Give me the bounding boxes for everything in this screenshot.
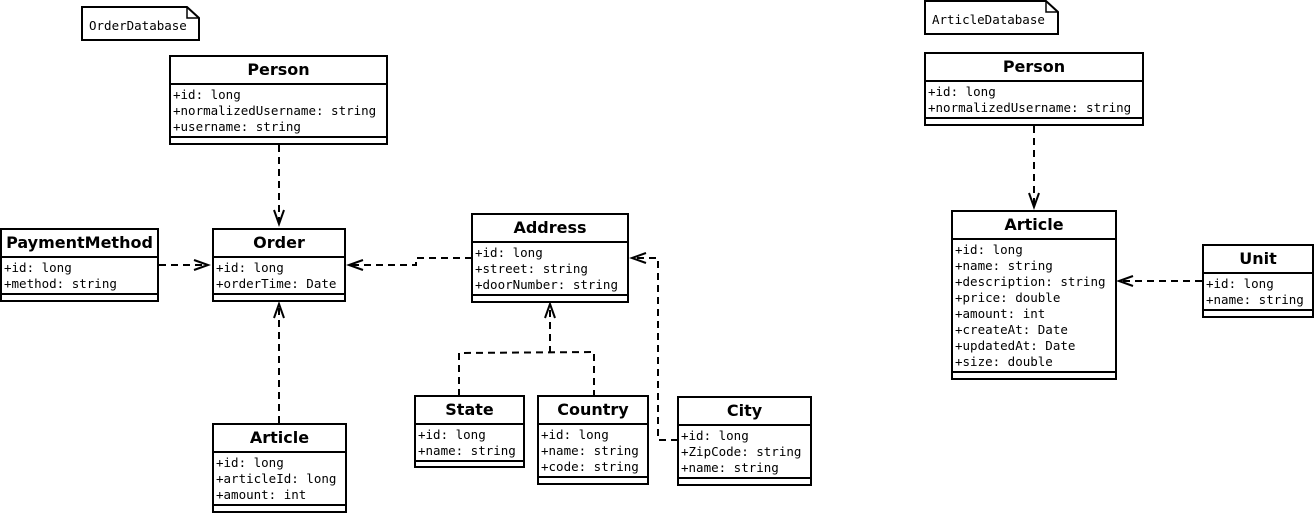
attribute-list: +id: long+method: string	[2, 258, 157, 295]
attribute-list: +id: long+name: string	[416, 425, 523, 462]
operations-compartment	[171, 138, 386, 143]
operations-compartment	[953, 373, 1115, 378]
class-name: Article	[953, 212, 1115, 240]
class-name: City	[679, 398, 810, 426]
note-order-database: OrderDatabase	[81, 6, 201, 42]
attribute-row: +id: long	[955, 242, 1023, 257]
attribute-row: +name: string	[418, 443, 516, 458]
class-order[interactable]: Order +id: long+orderTime: Date	[212, 228, 346, 302]
class-country[interactable]: Country +id: long+name: string+code: str…	[537, 395, 649, 485]
class-payment-method[interactable]: PaymentMethod +id: long+method: string	[0, 228, 159, 302]
attribute-row: +id: long	[681, 428, 749, 443]
operations-compartment	[416, 462, 523, 467]
arrowhead-order-left	[193, 259, 211, 271]
attribute-row: +updatedAt: Date	[955, 338, 1076, 353]
attribute-list: +id: long+name: string+description: stri…	[953, 240, 1115, 373]
attribute-row: +username: string	[173, 119, 301, 134]
attribute-row: +street: string	[475, 261, 588, 276]
arrowhead-order-bottom	[273, 301, 285, 319]
class-name: Person	[171, 57, 386, 85]
attribute-row: +id: long	[173, 87, 241, 102]
attribute-row: +doorNumber: string	[475, 277, 618, 292]
class-name: Address	[473, 215, 627, 243]
class-name: Article	[214, 425, 345, 453]
class-article[interactable]: Article +id: long+name: string+descripti…	[951, 210, 1117, 380]
attribute-list: +id: long+normalizedUsername: string	[926, 82, 1142, 119]
dep-address-order	[352, 257, 472, 266]
operations-compartment	[679, 479, 810, 484]
attribute-list: +id: long+normalizedUsername: string+use…	[171, 85, 386, 138]
class-name: Unit	[1204, 246, 1312, 274]
attribute-row: +createAt: Date	[955, 322, 1068, 337]
operations-compartment	[214, 506, 345, 511]
dep-state-address	[458, 350, 595, 396]
attribute-row: +articleId: long	[216, 471, 337, 486]
arrowhead-order-top	[273, 209, 285, 227]
class-state[interactable]: State +id: long+name: string	[414, 395, 525, 468]
attribute-row: +name: string	[541, 443, 639, 458]
attribute-row: +ZipCode: string	[681, 444, 802, 459]
attribute-row: +id: long	[216, 455, 284, 470]
class-city[interactable]: City +id: long+ZipCode: string+name: str…	[677, 396, 812, 486]
arrowhead-article-right	[1116, 275, 1134, 287]
attribute-row: +name: string	[681, 460, 779, 475]
arrowhead-order-right	[346, 259, 364, 271]
attribute-row: +id: long	[541, 427, 609, 442]
operations-compartment	[2, 295, 157, 300]
attribute-row: +normalizedUsername: string	[173, 103, 377, 118]
operations-compartment	[1204, 311, 1312, 316]
attribute-list: +id: long+street: string+doorNumber: str…	[473, 243, 627, 296]
attribute-row: +orderTime: Date	[216, 276, 337, 291]
attribute-list: +id: long+name: string	[1204, 274, 1312, 311]
operations-compartment	[926, 119, 1142, 124]
note-shape	[924, 0, 1059, 35]
class-article-order[interactable]: Article +id: long+articleId: long+amount…	[212, 423, 347, 513]
attribute-row: +id: long	[216, 260, 284, 275]
attribute-row: +name: string	[1206, 292, 1304, 307]
attribute-row: +normalizedUsername: string	[928, 100, 1132, 115]
attribute-list: +id: long+articleId: long+amount: int	[214, 453, 345, 506]
attribute-list: +id: long+ZipCode: string+name: string	[679, 426, 810, 479]
attribute-row: +id: long	[4, 260, 72, 275]
attribute-row: +code: string	[541, 459, 639, 474]
attribute-list: +id: long+orderTime: Date	[214, 258, 344, 295]
attribute-row: +name: string	[955, 258, 1053, 273]
attribute-row: +id: long	[928, 84, 996, 99]
operations-compartment	[539, 478, 647, 483]
attribute-row: +size: double	[955, 354, 1053, 369]
attribute-row: +id: long	[418, 427, 486, 442]
class-name: PaymentMethod	[2, 230, 157, 258]
class-name: State	[416, 397, 523, 425]
operations-compartment	[473, 296, 627, 301]
arrowhead-address-bottom	[544, 301, 556, 319]
note-shape	[81, 6, 200, 41]
note-article-database: ArticleDatabase	[924, 0, 1060, 36]
class-person-article[interactable]: Person +id: long+normalizedUsername: str…	[924, 52, 1144, 126]
attribute-row: +amount: int	[955, 306, 1046, 321]
class-name: Order	[214, 230, 344, 258]
class-unit[interactable]: Unit +id: long+name: string	[1202, 244, 1314, 318]
class-person-order[interactable]: Person +id: long+normalizedUsername: str…	[169, 55, 388, 145]
operations-compartment	[214, 295, 344, 300]
note-label: OrderDatabase	[89, 18, 187, 33]
attribute-row: +price: double	[955, 290, 1061, 305]
attribute-row: +id: long	[1206, 276, 1274, 291]
attribute-row: +amount: int	[216, 487, 307, 502]
arrowhead-article-top	[1028, 192, 1040, 210]
attribute-list: +id: long+name: string+code: string	[539, 425, 647, 478]
class-name: Country	[539, 397, 647, 425]
arrowhead-address-right	[629, 252, 647, 264]
attribute-row: +id: long	[475, 245, 543, 260]
class-name: Person	[926, 54, 1142, 82]
class-address[interactable]: Address +id: long+street: string+doorNum…	[471, 213, 629, 303]
attribute-row: +method: string	[4, 276, 117, 291]
note-label: ArticleDatabase	[932, 12, 1045, 27]
attribute-row: +description: string	[955, 274, 1106, 289]
